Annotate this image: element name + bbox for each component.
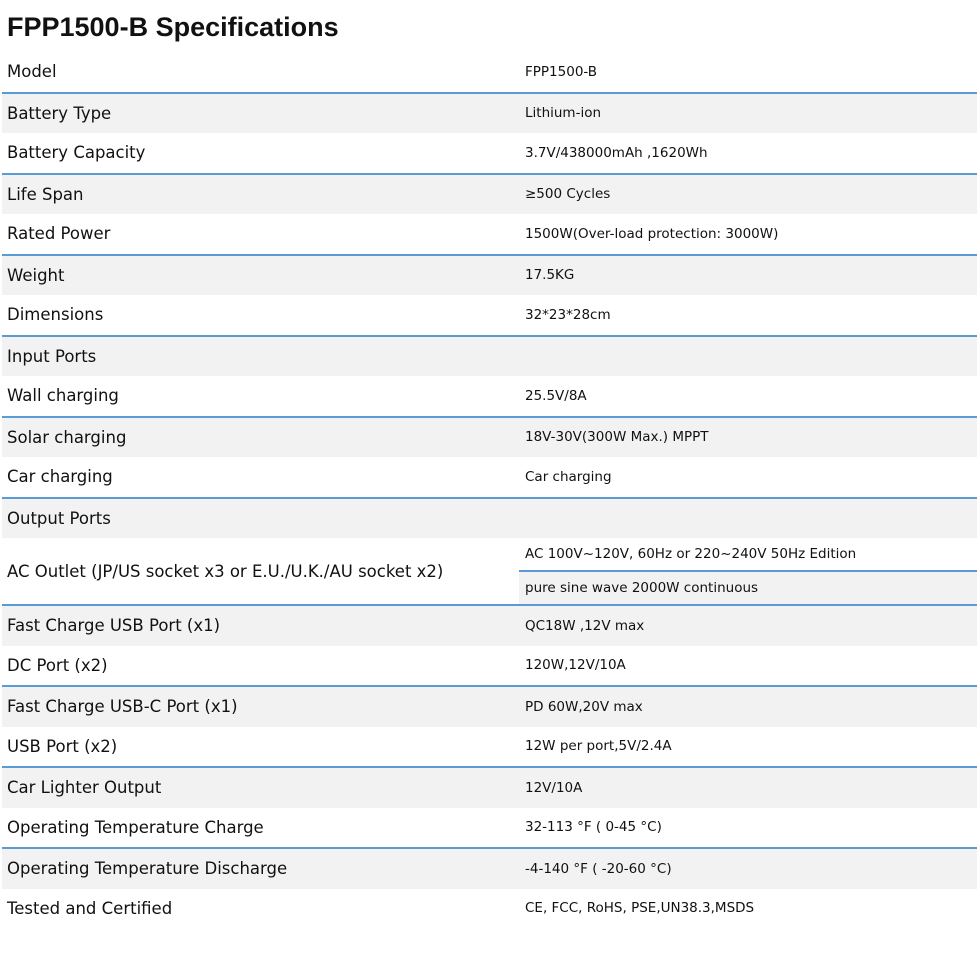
- spec-value: pure sine wave 2000W continuous: [519, 570, 977, 605]
- spec-label: Model: [7, 62, 57, 82]
- spec-label: Input Ports: [2, 334, 519, 376]
- spec-label: Weight: [2, 253, 519, 295]
- table-row: USB Port (x2) 12W per port,5V/2.4A: [2, 727, 977, 768]
- table-row: Fast Charge USB Port (x1)QC18W ,12V max: [2, 604, 977, 646]
- spec-label: Rated Power: [7, 224, 111, 244]
- spec-label: Car charging: [7, 467, 113, 487]
- spec-value: [519, 334, 977, 376]
- table-row: Dimensions 32*23*28cm: [2, 295, 977, 336]
- table-row: pure sine wave 2000W continuous: [2, 570, 977, 605]
- table-row: Operating Temperature Charge 32-113 °F ( …: [2, 808, 977, 849]
- spec-label: Fast Charge USB-C Port (x1): [2, 685, 519, 727]
- spec-label: Operating Temperature Charge: [7, 817, 264, 837]
- spec-value: 17.5KG: [519, 253, 977, 295]
- spec-label: Life Span: [2, 172, 519, 214]
- table-row: Operating Temperature Discharge-4-140 °F…: [2, 847, 977, 889]
- table-row: Fast Charge USB-C Port (x1)PD 60W,20V ma…: [2, 685, 977, 727]
- table-row: Life Span≥500 Cycles: [2, 172, 977, 214]
- spec-value: CE, FCC, RoHS, PSE,UN38.3,MSDS: [525, 900, 755, 917]
- spec-value: PD 60W,20V max: [519, 685, 977, 727]
- spec-label: Dimensions: [7, 305, 104, 325]
- spec-label: Wall charging: [7, 386, 119, 406]
- table-row: Output Ports: [2, 496, 977, 538]
- spec-value: FPP1500-B: [525, 63, 598, 80]
- spec-label: DC Port (x2): [7, 655, 108, 675]
- spec-value: AC 100V~120V, 60Hz or 220~240V 50Hz Edit…: [525, 546, 857, 562]
- spec-value: 12W per port,5V/2.4A: [525, 738, 672, 755]
- table-row: Model FPP1500-B: [2, 52, 977, 93]
- spec-label: Fast Charge USB Port (x1): [2, 604, 519, 646]
- page-title: FPP1500-B Specifications: [7, 12, 339, 42]
- spec-value: [519, 496, 977, 538]
- spec-label: AC Outlet (JP/US socket x3 or E.U./U.K./…: [7, 561, 444, 581]
- spec-value: QC18W ,12V max: [519, 604, 977, 646]
- spec-value: Lithium-ion: [519, 91, 977, 133]
- spec-label: Car Lighter Output: [2, 766, 519, 808]
- spec-value: 32*23*28cm: [525, 306, 611, 323]
- spec-label: Operating Temperature Discharge: [2, 847, 519, 889]
- spec-value: 3.7V/438000mAh ,1620Wh: [525, 144, 708, 161]
- table-row: Wall charging 25.5V/8A: [2, 376, 977, 417]
- spec-value: 12V/10A: [519, 766, 977, 808]
- spec-value: 120W,12V/10A: [525, 657, 626, 674]
- spec-value: 18V-30V(300W Max.) MPPT: [519, 415, 977, 457]
- spec-value: 25.5V/8A: [525, 387, 587, 404]
- spec-value: 1500W(Over-load protection: 3000W): [525, 225, 779, 242]
- spec-label: Tested and Certified: [7, 898, 173, 918]
- table-row: Car charging Car charging: [2, 457, 977, 498]
- table-row: Battery Capacity 3.7V/438000mAh ,1620Wh: [2, 133, 977, 174]
- table-row: Tested and Certified CE, FCC, RoHS, PSE,U…: [2, 889, 977, 929]
- spec-label: Battery Type: [2, 91, 519, 133]
- spec-label: Battery Capacity: [7, 143, 146, 163]
- spec-value: 32-113 °F ( 0-45 °C): [525, 819, 662, 836]
- spec-value: Car charging: [525, 468, 612, 485]
- spec-label: Output Ports: [2, 496, 519, 538]
- table-row: Rated Power 1500W(Over-load protection: 3…: [2, 214, 977, 255]
- spec-label: Solar charging: [2, 415, 519, 457]
- table-row: Input Ports: [2, 334, 977, 376]
- spec-label: USB Port (x2): [7, 736, 118, 756]
- spec-value: -4-140 °F ( -20-60 °C): [519, 847, 977, 889]
- table-row: AC Outlet (JP/US socket x3 or E.U./U.K./…: [2, 538, 977, 581]
- table-row: DC Port (x2) 120W,12V/10A: [2, 646, 977, 687]
- spec-value: ≥500 Cycles: [519, 172, 977, 214]
